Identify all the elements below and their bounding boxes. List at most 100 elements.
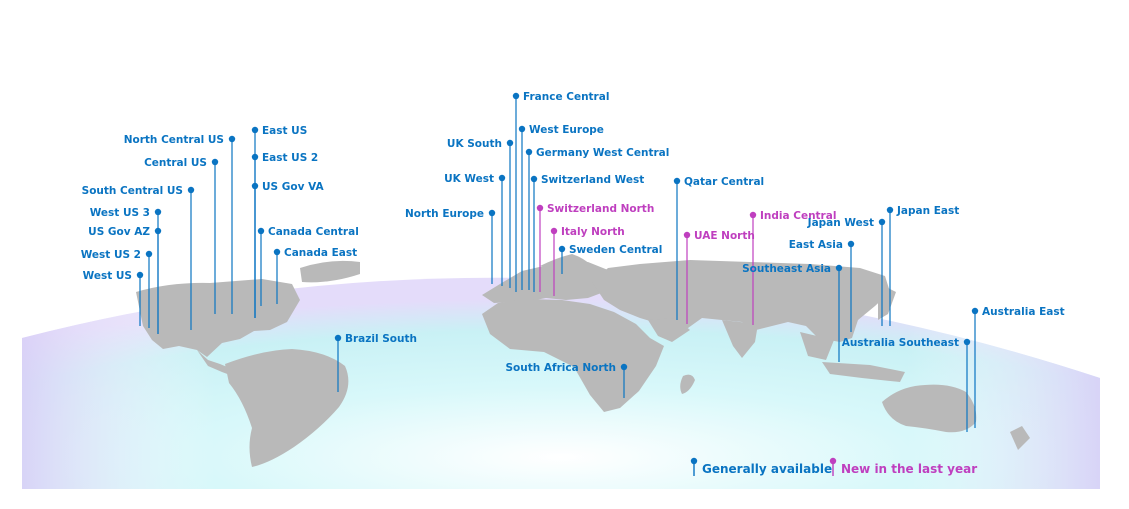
region-pin-north-central-us: North Central US xyxy=(124,134,236,314)
legend: Generally available New in the last year xyxy=(690,457,977,476)
region-pin-icon xyxy=(154,208,162,216)
land-masses xyxy=(136,254,1030,467)
region-pin-icon xyxy=(963,338,971,346)
region-label-switzerland-west: Switzerland West xyxy=(541,174,644,186)
region-pin-us-gov-az: US Gov AZ xyxy=(88,226,162,334)
africa xyxy=(482,299,664,412)
region-pin-us-gov-va: US Gov VA xyxy=(251,181,324,318)
region-label-switzerland-north: Switzerland North xyxy=(547,203,654,215)
region-label-west-us: West US xyxy=(83,270,132,282)
region-pin-india-central: India Central xyxy=(749,210,836,325)
region-pin-icon xyxy=(512,92,520,100)
region-pin-uae-north: UAE North xyxy=(683,230,755,324)
legend-new-pin-icon xyxy=(829,457,837,465)
north-america xyxy=(136,279,300,357)
region-pin-icon xyxy=(620,363,628,371)
region-label-japan-west: Japan West xyxy=(807,217,874,229)
region-label-australia-southeast: Australia Southeast xyxy=(842,337,959,349)
region-pin-icon xyxy=(251,153,259,161)
region-pin-icon xyxy=(273,248,281,256)
region-pin-icon xyxy=(971,307,979,315)
region-pin-germany-west-central: Germany West Central xyxy=(525,147,669,290)
region-pin-icon xyxy=(878,218,886,226)
region-pin-australia-east: Australia East xyxy=(971,306,1065,428)
region-pin-east-asia: East Asia xyxy=(789,239,855,332)
region-label-japan-east: Japan East xyxy=(896,205,959,217)
region-label-southeast-asia: Southeast Asia xyxy=(742,263,831,275)
region-pin-icon xyxy=(506,139,514,147)
region-pin-west-us: West US xyxy=(83,270,144,326)
region-pin-canada-east: Canada East xyxy=(273,247,357,304)
region-label-west-europe: West Europe xyxy=(529,124,604,136)
region-pin-icon xyxy=(847,240,855,248)
southeast-asia xyxy=(800,332,834,360)
region-label-us-gov-va: US Gov VA xyxy=(262,181,324,193)
region-pin-southeast-asia: Southeast Asia xyxy=(742,263,843,362)
region-pin-icon xyxy=(488,209,496,217)
region-pin-icon xyxy=(145,250,153,258)
greenland-edge xyxy=(300,260,360,283)
region-pin-icon xyxy=(211,158,219,166)
arabia xyxy=(648,318,690,342)
new-zealand xyxy=(1010,426,1030,450)
region-label-uk-west: UK West xyxy=(444,173,494,185)
region-label-brazil-south: Brazil South xyxy=(345,333,417,345)
scandinavia xyxy=(540,254,592,272)
region-label-canada-central: Canada Central xyxy=(268,226,359,238)
india xyxy=(722,320,758,358)
region-pin-france-central: France Central xyxy=(512,91,609,292)
region-pin-icon xyxy=(518,125,526,133)
madagascar xyxy=(680,374,695,394)
region-pin-icon xyxy=(525,148,533,156)
region-label-italy-north: Italy North xyxy=(561,226,625,238)
region-label-south-central-us: South Central US xyxy=(82,185,183,197)
region-pin-sweden-central: Sweden Central xyxy=(558,244,662,274)
region-pin-icon xyxy=(251,182,259,190)
region-label-west-us-2: West US 2 xyxy=(81,249,141,261)
region-pin-icon xyxy=(136,271,144,279)
region-pin-central-us: Central US xyxy=(144,157,219,314)
region-pin-canada-central: Canada Central xyxy=(257,226,359,306)
legend-ga-pin-icon xyxy=(690,457,698,465)
region-label-west-us-3: West US 3 xyxy=(90,207,150,219)
south-america xyxy=(225,349,349,467)
region-pin-icon xyxy=(558,245,566,253)
region-pin-icon xyxy=(536,204,544,212)
region-pin-australia-southeast: Australia Southeast xyxy=(842,337,971,432)
region-pin-icon xyxy=(530,175,538,183)
region-label-south-africa-north: South Africa North xyxy=(505,362,616,374)
region-pin-west-us-2: West US 2 xyxy=(81,249,153,328)
region-label-us-gov-az: US Gov AZ xyxy=(88,226,150,238)
region-label-north-central-us: North Central US xyxy=(124,134,224,146)
region-label-germany-west-central: Germany West Central xyxy=(536,147,669,159)
region-label-uk-south: UK South xyxy=(447,138,502,150)
region-label-sweden-central: Sweden Central xyxy=(569,244,662,256)
region-pin-icon xyxy=(673,177,681,185)
region-pin-north-europe: North Europe xyxy=(405,208,496,284)
region-pin-icon xyxy=(498,174,506,182)
region-pin-icon xyxy=(251,126,259,134)
region-label-india-central: India Central xyxy=(760,210,836,222)
region-pin-west-europe: West Europe xyxy=(518,124,604,290)
region-pin-south-africa-north: South Africa North xyxy=(505,362,628,398)
region-pin-uk-south: UK South xyxy=(447,138,514,288)
region-pin-switzerland-west: Switzerland West xyxy=(530,174,644,292)
region-pin-switzerland-north: Switzerland North xyxy=(536,203,654,292)
europe xyxy=(482,262,620,303)
region-pin-icon xyxy=(154,227,162,235)
region-pin-icon xyxy=(257,227,265,235)
region-label-east-asia: East Asia xyxy=(789,239,843,251)
region-pin-japan-west: Japan West xyxy=(807,217,886,326)
region-pin-italy-north: Italy North xyxy=(550,226,625,296)
region-pin-icon xyxy=(886,206,894,214)
region-label-australia-east: Australia East xyxy=(982,306,1065,318)
region-label-central-us: Central US xyxy=(144,157,207,169)
region-pin-icon xyxy=(550,227,558,235)
region-pin-icon xyxy=(187,186,195,194)
region-pin-icon xyxy=(228,135,236,143)
region-label-qatar-central: Qatar Central xyxy=(684,176,764,188)
region-pin-brazil-south: Brazil South xyxy=(334,333,417,392)
region-pin-uk-west: UK West xyxy=(444,173,506,286)
australia xyxy=(882,384,977,433)
